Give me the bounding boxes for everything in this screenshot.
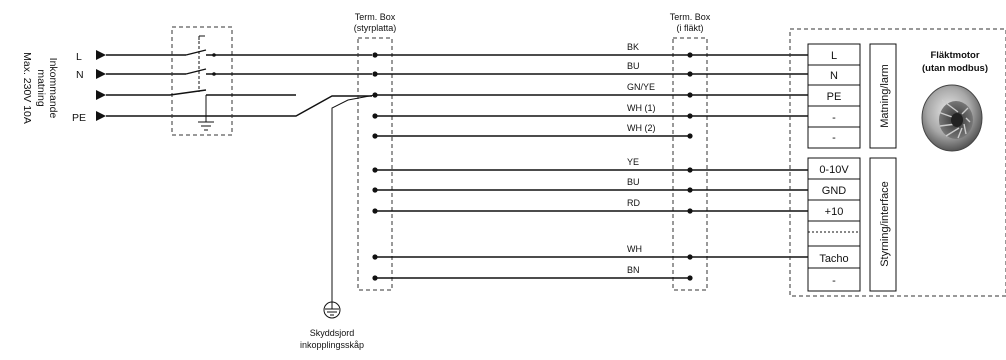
supply-lines xyxy=(106,54,372,117)
wire-label-wh-3: WH xyxy=(627,244,642,254)
motor-subtitle: (utan modbus) xyxy=(922,63,988,74)
terminal-pe: PE xyxy=(827,91,842,103)
term-box-2-subtitle: (i fläkt) xyxy=(677,23,704,33)
wire-label-ye: YE xyxy=(627,157,639,167)
terminal-0-10v: 0-10V xyxy=(819,164,849,176)
term-box-2: Term. Box (i fläkt) xyxy=(670,12,711,291)
input-label-l: L xyxy=(76,51,82,63)
wire-label-gnye: GN/YE xyxy=(627,82,655,92)
motor-enclosure xyxy=(789,28,1006,297)
terminal-dash-1: - xyxy=(832,112,836,124)
motor-title: Fläktmotor xyxy=(930,50,979,61)
term-box-1-frame xyxy=(357,37,393,291)
wire-label-wh-1: WH (1) xyxy=(627,103,656,113)
terminal-dash-3: - xyxy=(832,275,836,287)
ground-label-1: Skyddsjord xyxy=(310,328,355,338)
supply-label-line1: Inkommande xyxy=(47,58,59,119)
term-box-2-title: Term. Box xyxy=(670,12,711,22)
term-box-1-title: Term. Box xyxy=(355,12,396,22)
terminal-gnd: GND xyxy=(822,185,847,197)
terminal-power-frame xyxy=(807,43,861,149)
supply-label-line2: matning xyxy=(35,69,47,107)
terminal-plus-10: +10 xyxy=(825,206,844,218)
supply-inputs: L N PE xyxy=(72,50,106,124)
switch-to-tb1-lines xyxy=(232,54,372,96)
wire-label-bu-2: BU xyxy=(627,177,640,187)
isolator-switch xyxy=(169,26,233,136)
fan-motor-icon xyxy=(921,84,983,152)
wire-label-bu-1: BU xyxy=(627,61,640,71)
wire-label-bk: BK xyxy=(627,42,639,52)
group-power-frame xyxy=(869,43,897,149)
terminal-tacho: Tacho xyxy=(819,253,848,265)
terminal-block-power: L N PE - - Matning/larm xyxy=(807,43,897,149)
term-box-1-subtitle: (styrplatta) xyxy=(354,23,397,33)
wire-label-wh-2: WH (2) xyxy=(627,123,656,133)
input-arrow-pe xyxy=(96,111,106,121)
isolator-box xyxy=(171,26,233,136)
terminal-control-frame xyxy=(807,157,861,292)
group-power-label: Matning/larm xyxy=(879,64,891,128)
isolator-ground-icon xyxy=(198,95,214,131)
protective-earth: Skyddsjord inkopplingsskåp xyxy=(300,94,376,350)
input-arrow-l xyxy=(96,50,106,60)
input-arrow-n xyxy=(96,69,106,79)
wires: BK BU GN/YE WH (1) WH (2) YE BU RD WH BN xyxy=(375,42,808,279)
terminal-l: L xyxy=(831,50,837,62)
supply-label: Inkommande matning Max. 230V 10A xyxy=(21,52,59,124)
input-label-pe: PE xyxy=(72,112,86,124)
input-label-n: N xyxy=(76,69,84,81)
input-arrow-3 xyxy=(96,90,106,100)
terminal-dash-2: - xyxy=(832,132,836,144)
group-control-frame xyxy=(869,157,897,292)
terminal-n: N xyxy=(830,70,838,82)
term-box-1: Term. Box (styrplatta) xyxy=(354,12,397,291)
term-box-2-frame xyxy=(672,37,708,291)
terminal-block-control: 0-10V GND +10 Tacho - Styrning/interface xyxy=(807,157,897,292)
wire-label-rd: RD xyxy=(627,198,640,208)
supply-label-line3: Max. 230V 10A xyxy=(21,52,33,124)
junction-dots xyxy=(372,52,693,281)
wire-label-bn: BN xyxy=(627,265,640,275)
ground-label-2: inkopplingsskåp xyxy=(300,340,364,350)
group-control-label: Styrning/interface xyxy=(879,181,891,267)
